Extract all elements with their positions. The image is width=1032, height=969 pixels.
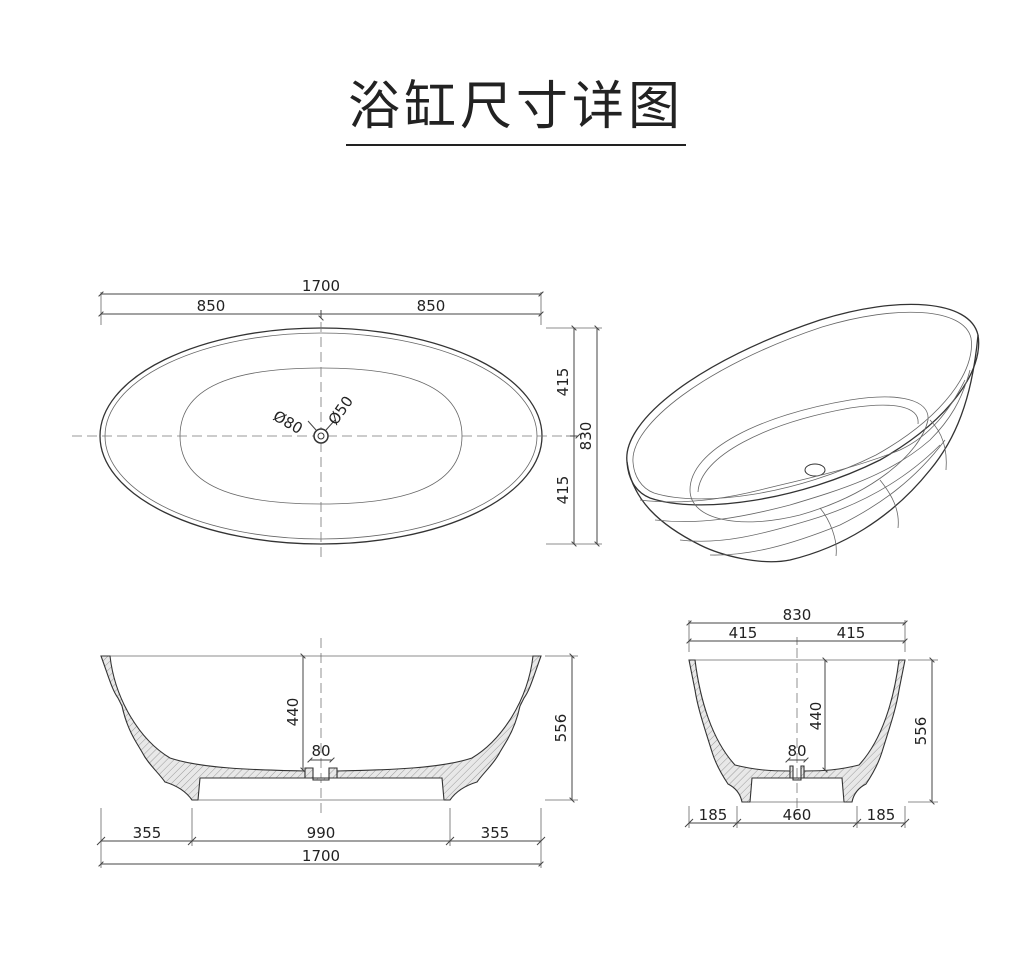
front-drain: [304, 767, 338, 781]
dim-front-mid-seg: 990: [307, 824, 336, 842]
dim-side-half-left: 415: [729, 624, 758, 642]
tick: [900, 818, 910, 828]
leader-80: [307, 420, 317, 431]
dim-side-left-seg: 185: [699, 806, 728, 824]
wave-5: [819, 507, 837, 557]
side-view: 830 415 415 440 556 80 185 460 185: [684, 606, 938, 828]
title-wrap: 浴缸尺寸详图: [0, 77, 1032, 146]
dim-side-mid-seg: 460: [783, 806, 812, 824]
dim-front-drain: 80: [311, 742, 330, 760]
wave-3: [679, 444, 941, 542]
perspective-drain-icon: [804, 463, 826, 477]
wave-7: [929, 419, 947, 471]
front-wall-right: [336, 655, 542, 801]
dim-front-inner-depth: 440: [284, 698, 302, 727]
tick: [445, 836, 455, 846]
perspective-rim-inner: [632, 311, 972, 500]
tick: [852, 818, 862, 828]
dim-top-half-left: 850: [197, 297, 226, 315]
dim-front-length: 1700: [302, 847, 340, 865]
wave-1: [639, 379, 966, 503]
side-wall-right: [803, 659, 906, 803]
wave-6: [879, 479, 899, 529]
drain-icon: [313, 428, 329, 444]
perspective-view: [626, 303, 980, 563]
tick: [536, 836, 546, 846]
dim-side-inner-depth: 440: [807, 702, 825, 731]
tick: [684, 818, 694, 828]
leader-50: [325, 419, 336, 431]
dim-front-right-seg: 355: [481, 824, 510, 842]
perspective-basin: [689, 396, 929, 523]
perspective-body: [626, 334, 979, 563]
dim-top-width: 830: [577, 422, 595, 451]
dim-top-half-right: 850: [417, 297, 446, 315]
dim-front-height: 556: [552, 714, 570, 743]
dim-top-half-width-2: 415: [554, 476, 572, 505]
front-wall-left: [100, 655, 306, 801]
side-wall-left: [688, 659, 791, 803]
tick: [96, 836, 106, 846]
tick: [732, 818, 742, 828]
dim-top-length: 1700: [302, 277, 340, 295]
front-view: 440 556 80 355 990 355 1700: [96, 638, 578, 868]
wave-2: [654, 369, 971, 522]
dim-overflow-dia: Ø80: [270, 407, 306, 438]
dim-front-left-seg: 355: [133, 824, 162, 842]
dim-drain-dia: Ø50: [325, 393, 357, 429]
perspective-basin-edge: [697, 404, 919, 493]
dim-side-half-right: 415: [837, 624, 866, 642]
wave-4: [709, 439, 946, 556]
dim-side-width: 830: [783, 606, 812, 624]
dim-side-right-seg: 185: [867, 806, 896, 824]
top-view: 1700 850 850 Ø80 Ø50 415 415 830: [72, 277, 602, 558]
dim-side-height: 556: [912, 717, 930, 746]
drain-inner-icon: [317, 432, 325, 440]
side-drain: [789, 765, 805, 781]
page-title: 浴缸尺寸详图: [345, 77, 686, 146]
tick: [187, 836, 197, 846]
dim-side-drain: 80: [787, 742, 806, 760]
dim-top-half-width-1: 415: [554, 368, 572, 397]
